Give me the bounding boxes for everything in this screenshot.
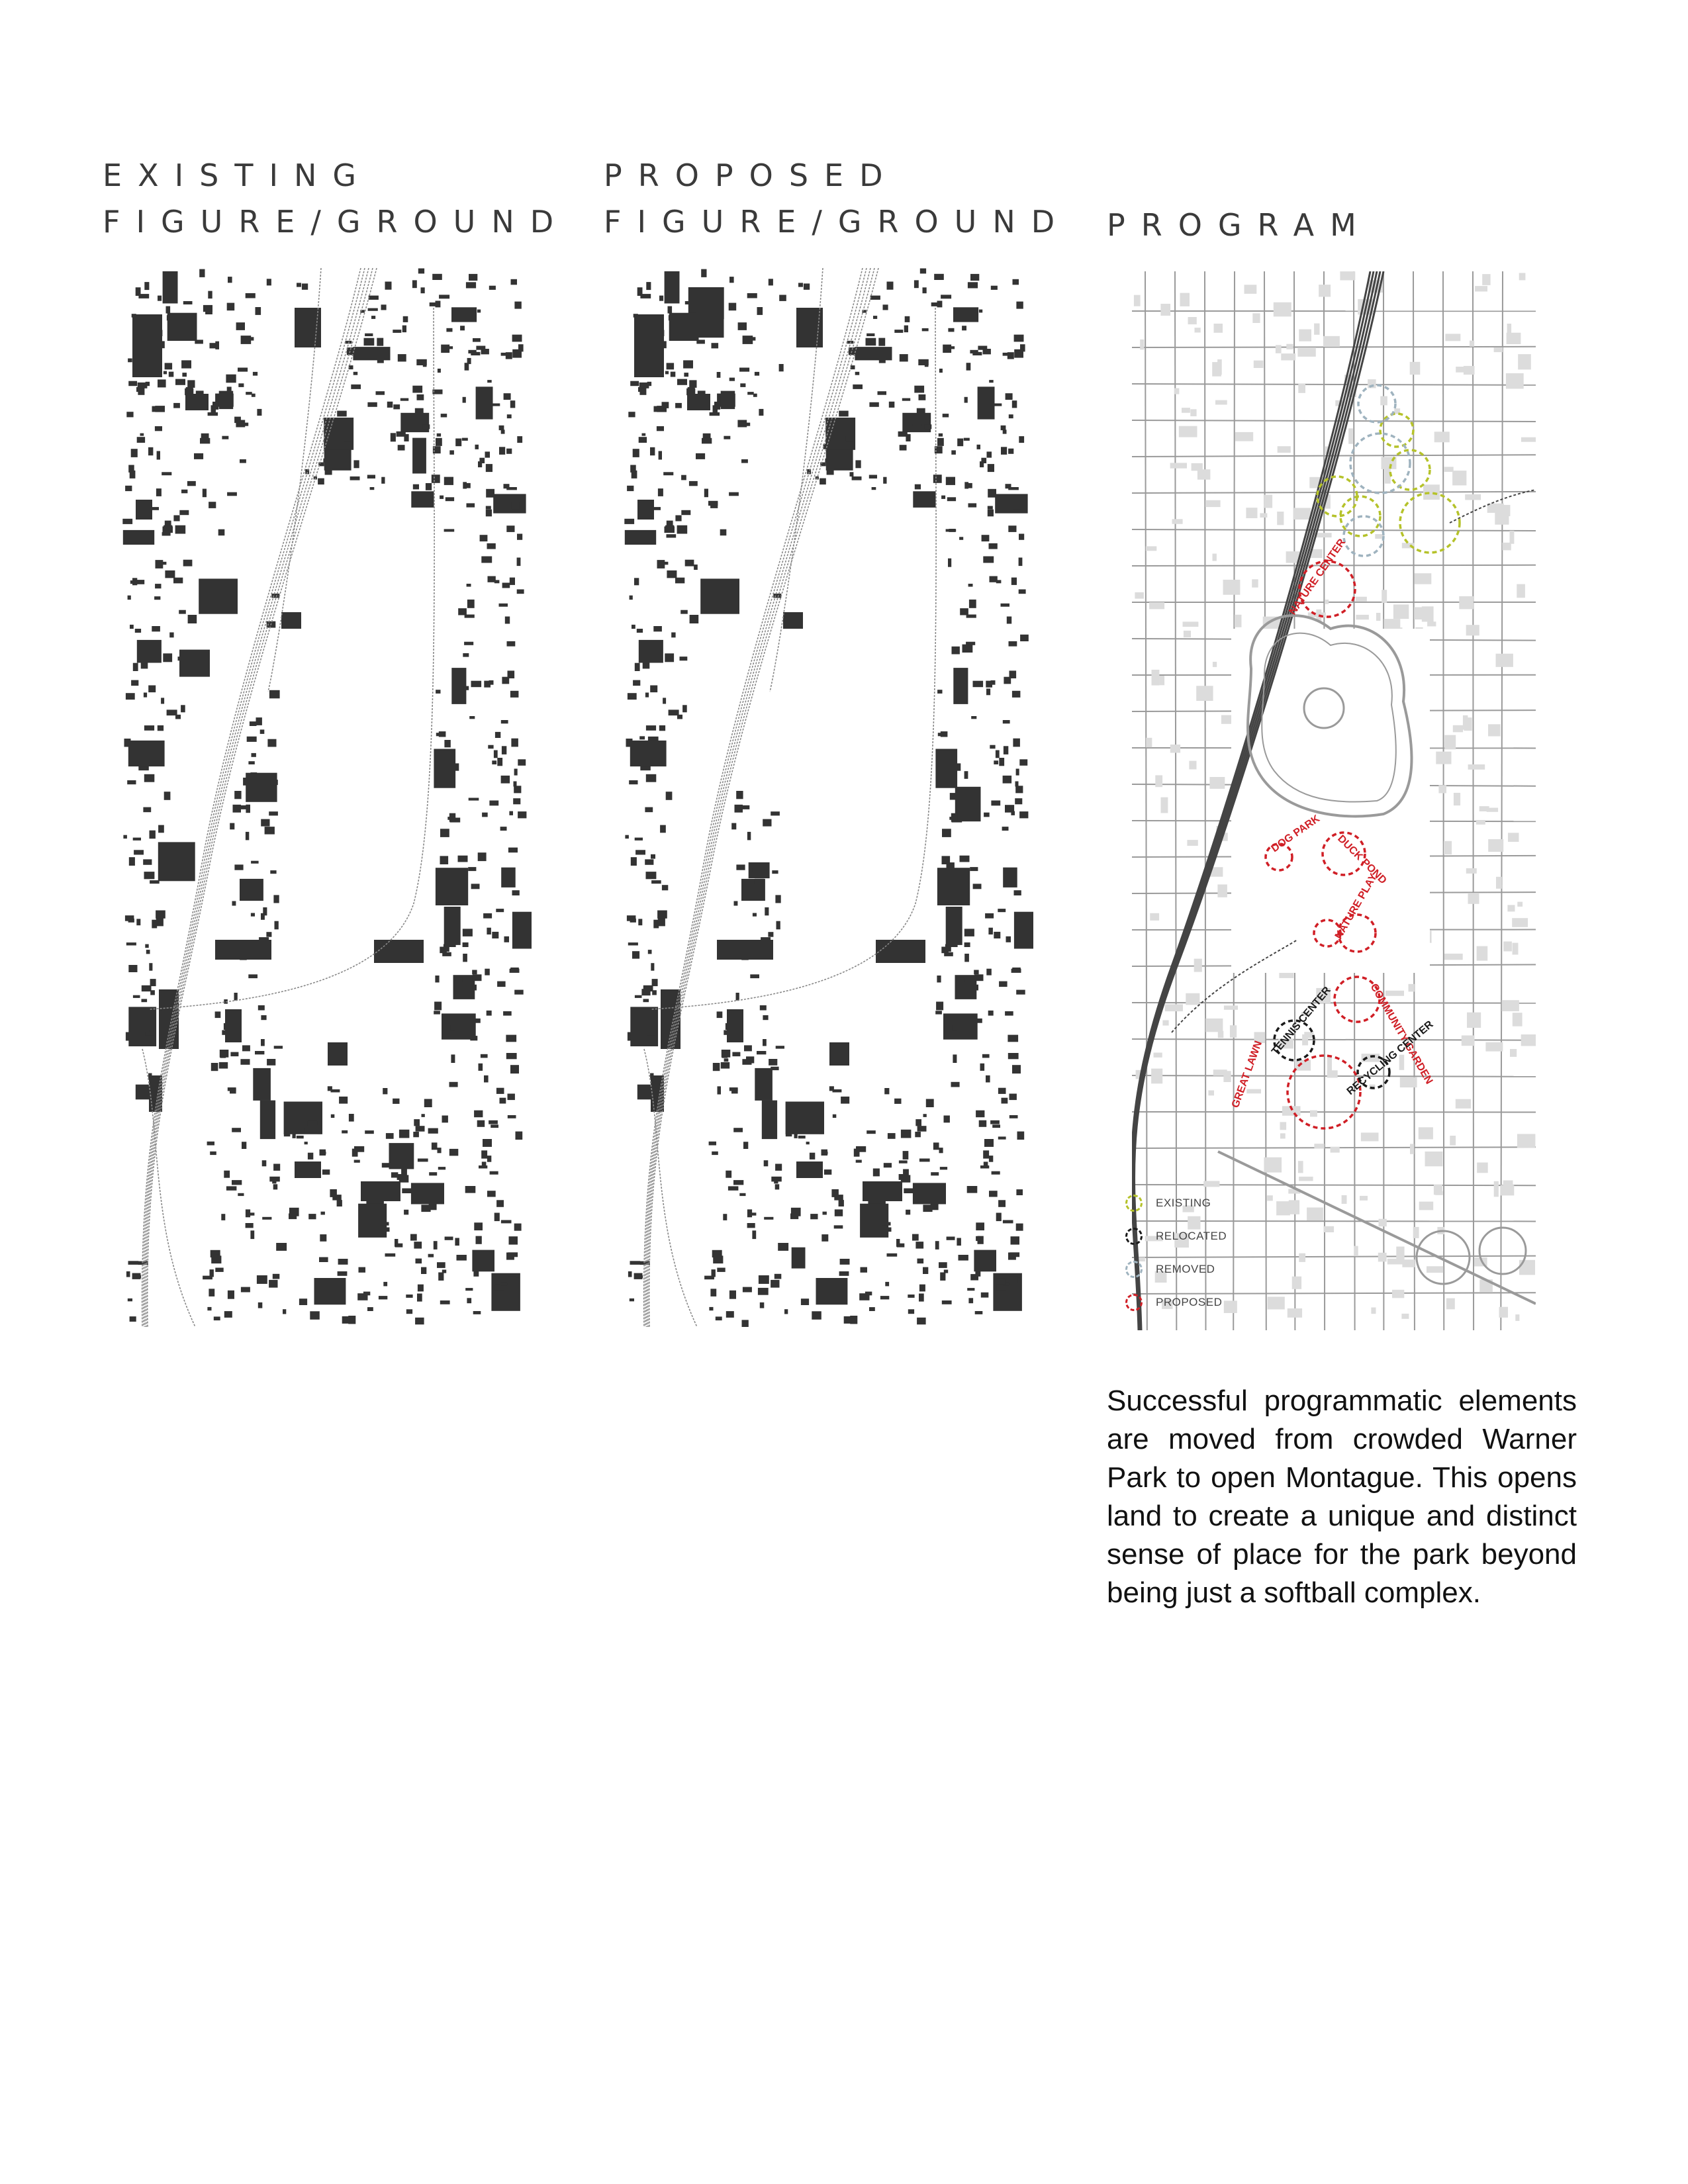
proposed-figure-ground-map xyxy=(624,268,1033,1327)
proposed-circle-great-lawn xyxy=(1286,1054,1362,1130)
proposed-circle-nature-play-2 xyxy=(1337,913,1377,953)
legend-circle-relocated xyxy=(1125,1228,1143,1245)
existing-circle-2 xyxy=(1389,449,1431,491)
rail-lines xyxy=(643,268,937,1327)
light-buildings xyxy=(1133,271,1536,1321)
proposed-circle-nature-center xyxy=(1298,560,1356,618)
existing-figure-ground-map xyxy=(122,268,532,1327)
heading-proposed-figure-ground: PROPOSED FIGURE/GROUND xyxy=(604,152,1070,245)
proposed-circle-duck-pond xyxy=(1321,831,1366,876)
program-map: GREAT LAWN DOG PARK DUCK POND NATURE PLA… xyxy=(1132,271,1536,1330)
proposed-circle-nature-play-1 xyxy=(1313,919,1342,948)
proposed-map-canvas xyxy=(624,268,1033,1327)
heading-existing-line1: EXISTING xyxy=(103,158,373,193)
removed-circle-2 xyxy=(1349,432,1411,494)
buildings xyxy=(122,268,532,1325)
legend-circle-existing xyxy=(1125,1195,1143,1212)
caption-text: Successful programmatic elements are mov… xyxy=(1107,1385,1577,1609)
existing-circle-1 xyxy=(1379,412,1415,448)
removed-circle-1 xyxy=(1357,384,1397,424)
legend-circle-removed xyxy=(1125,1261,1143,1278)
legend-circle-proposed xyxy=(1125,1294,1143,1311)
existing-map-canvas xyxy=(122,268,532,1327)
heading-existing-figure-ground: EXISTING FIGURE/GROUND xyxy=(103,152,569,245)
legend-label-proposed: PROPOSED xyxy=(1156,1296,1223,1308)
removed-circle-3 xyxy=(1342,515,1385,557)
legend-label-removed: REMOVED xyxy=(1156,1263,1215,1275)
legend-label-relocated: RELOCATED xyxy=(1156,1230,1227,1242)
heading-proposed-line1: PROPOSED xyxy=(604,158,899,193)
existing-circle-5 xyxy=(1399,492,1461,554)
heading-proposed-line2: FIGURE/GROUND xyxy=(604,204,1071,240)
heading-program: PROGRAM xyxy=(1107,207,1372,243)
legend-item-existing: EXISTING xyxy=(1125,1187,1227,1220)
proposed-circle-community-garden xyxy=(1333,976,1381,1023)
proposed-circle-dog-park xyxy=(1264,842,1293,872)
relocated-circle-tennis-center xyxy=(1273,1019,1315,1062)
program-legend: EXISTING RELOCATED REMOVED PROPOSED xyxy=(1125,1187,1227,1319)
heading-existing-line2: FIGURE/GROUND xyxy=(103,204,570,240)
legend-item-relocated: RELOCATED xyxy=(1125,1220,1227,1253)
rail-lines xyxy=(141,268,435,1327)
legend-item-removed: REMOVED xyxy=(1125,1253,1227,1286)
legend-item-proposed: PROPOSED xyxy=(1125,1286,1227,1319)
relocated-circle-recycling xyxy=(1356,1055,1391,1089)
label-great-lawn: GREAT LAWN xyxy=(1230,1040,1264,1110)
program-map-canvas: GREAT LAWN DOG PARK DUCK POND NATURE PLA… xyxy=(1132,271,1536,1330)
legend-label-existing: EXISTING xyxy=(1156,1197,1211,1209)
buildings xyxy=(624,268,1033,1327)
existing-circle-4 xyxy=(1339,495,1382,537)
